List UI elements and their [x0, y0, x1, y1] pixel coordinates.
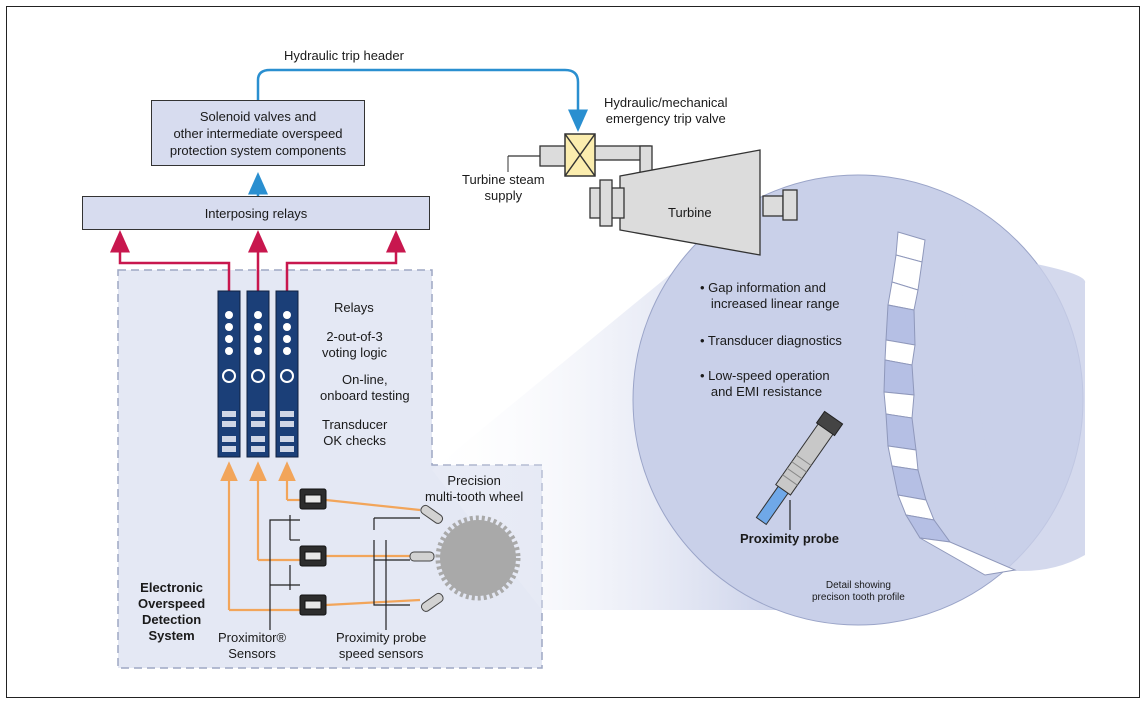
voting-logic-label: 2-out-of-3 voting logic	[322, 329, 388, 360]
proximitor-sensors-label: Proximitor® Sensors	[218, 630, 287, 661]
relay-module	[275, 290, 299, 458]
turbine-label: Turbine	[668, 205, 712, 220]
proximitor-sensors	[299, 488, 327, 616]
relay-trip-arrows	[110, 230, 406, 296]
figure-frame	[6, 6, 1140, 698]
bullet-transducer-diagnostics: • Transducer diagnostics	[700, 333, 842, 348]
speed-probes	[409, 504, 444, 612]
trip-valve-label: Hydraulic/mechanical emergency trip valv…	[604, 95, 728, 126]
tooth-profile	[883, 231, 1017, 576]
hydraulic-arrows	[248, 68, 588, 196]
relay-module	[217, 290, 241, 458]
trip-valve-icon	[564, 133, 596, 177]
signal-wiring	[220, 461, 421, 612]
relay-module	[246, 290, 270, 458]
interposing-relays-box: Interposing relays	[82, 196, 430, 230]
detail-caption: Detail showing precison tooth profile	[812, 580, 905, 603]
proximitor-sensor	[299, 594, 327, 616]
online-testing-label: On-line, onboard testing	[320, 372, 410, 403]
proximitor-sensor	[299, 488, 327, 510]
bullet-low-speed: • Low-speed operation and EMI resistance	[700, 368, 830, 399]
proximity-probe-icon	[755, 410, 844, 526]
bullet-gap-info: • Gap information and increased linear r…	[700, 280, 840, 311]
transducer-ok-label: Transducer OK checks	[322, 417, 388, 448]
sensor-cable-tree	[269, 515, 420, 630]
solenoid-valves-box: Solenoid valves and other intermediate o…	[151, 100, 365, 166]
steam-supply-label: Turbine steam supply	[462, 172, 545, 203]
relay-modules	[217, 290, 299, 458]
wheel-ring-fill	[955, 250, 1086, 571]
hydraulic-trip-header-label: Hydraulic trip header	[284, 48, 404, 63]
proximitor-sensor	[299, 545, 327, 567]
relays-label: Relays	[334, 300, 374, 315]
turbine-assembly	[508, 145, 798, 256]
precision-wheel-label: Precision multi-tooth wheel	[425, 473, 524, 504]
proximity-probe-label: Proximity probe	[740, 531, 839, 546]
edds-title: Electronic Overspeed Detection System	[138, 580, 206, 643]
multi-tooth-wheel	[435, 515, 521, 601]
probe-speed-sensors-label: Proximity probe speed sensors	[336, 630, 427, 661]
